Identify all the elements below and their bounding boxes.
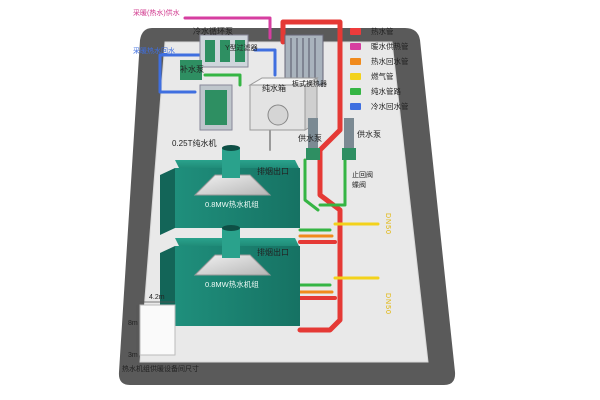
pure-water-pipe <box>203 73 347 212</box>
hot-return-pipe <box>298 234 334 294</box>
legend-swatch <box>350 87 361 95</box>
cooling-circulation-pump-label: 冷水循环泵 <box>193 27 233 36</box>
feed-pump-2-label: 供水泵 <box>357 130 381 139</box>
plate-heat-exchanger <box>284 34 324 86</box>
legend-label: 冷水回水管 <box>371 101 409 111</box>
unit-2-label: 0.8MW热水机组 <box>205 280 259 289</box>
flue-outlet-2-label: 排烟出口 <box>257 248 289 257</box>
boiler-unit-1 <box>160 145 300 235</box>
room-dimension-box <box>136 301 176 356</box>
pure-water-machine-label: 0.25T纯水机 <box>172 139 217 148</box>
check-valve-label: 止回阀 <box>352 172 373 179</box>
legend-item-hot-return: 热水回水管 <box>350 56 409 66</box>
y-filter-label: Y型过滤器 <box>225 45 258 52</box>
legend-item-heating-supply: 暖水供热管 <box>350 41 409 51</box>
legend-item-hot-water: 热水管 <box>350 26 394 36</box>
gas-pipe <box>333 222 380 280</box>
legend-label: 燃气管 <box>371 71 394 81</box>
pure-water-tank-label: 纯水箱 <box>262 84 286 93</box>
flue-outlet-1-label: 排烟出口 <box>257 167 289 176</box>
gas-pipe-1-label: DN50 <box>384 213 391 235</box>
legend-item-gas: 燃气管 <box>350 71 394 81</box>
makeup-pump-label: 补水泵 <box>180 65 204 74</box>
boiler-unit-2 <box>160 225 300 333</box>
dimension-width-label: 4.2m <box>149 294 165 301</box>
legend-item-cold-return: 冷水回水管 <box>350 101 409 111</box>
butterfly-valve-label: 蝶阀 <box>352 182 366 189</box>
legend-swatch <box>350 102 361 110</box>
heating-supply-label: 采暖(热水)供水 <box>133 10 180 17</box>
heating-return-label: 采暖热水回水 <box>133 48 175 55</box>
dimension-depth-label: 8m <box>128 320 138 327</box>
feed-pump-1-label: 供水泵 <box>298 134 322 143</box>
legend-label: 热水管 <box>371 26 394 36</box>
legend-item-pure-water: 纯水管路 <box>350 86 401 96</box>
pure-water-tank <box>248 77 319 131</box>
heating-supply-pipe <box>183 16 272 40</box>
feed-pumps <box>306 118 356 160</box>
pump-cluster <box>180 34 249 131</box>
legend-swatch <box>350 72 361 80</box>
unit-1-label: 0.8MW热水机组 <box>205 200 259 209</box>
gas-pipe-2-label: DN50 <box>384 293 391 315</box>
legend-swatch <box>350 27 361 35</box>
legend-label: 暖水供热管 <box>371 41 409 51</box>
legend-label: 热水回水管 <box>371 56 409 66</box>
legend-swatch <box>350 57 361 65</box>
legend-label: 纯水管路 <box>371 86 401 96</box>
legend-swatch <box>350 42 361 50</box>
plate-exchanger-label: 板式换热器 <box>292 81 327 88</box>
dimension-height-label: 3m <box>128 352 138 359</box>
room-caption: 热水机组供暖设备间尺寸 <box>122 366 199 373</box>
